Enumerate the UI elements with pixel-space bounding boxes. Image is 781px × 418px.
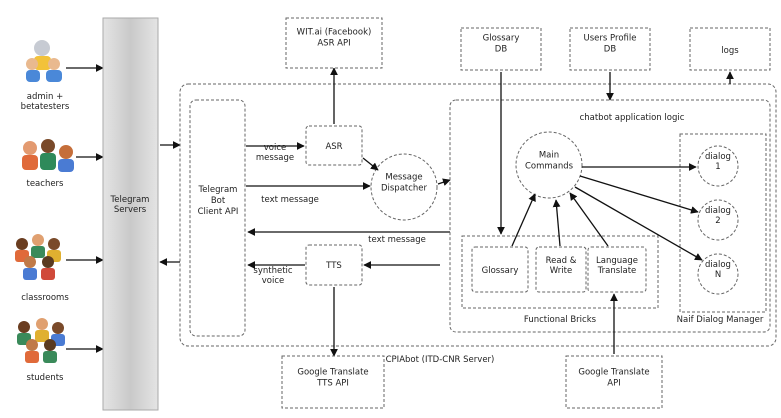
google-translate-api	[565, 355, 663, 409]
dialog-n	[697, 253, 739, 295]
functional-bricks-container	[461, 235, 659, 309]
tts-label: TTS	[325, 261, 342, 271]
logs	[689, 27, 771, 71]
actor-classrooms-label: classrooms	[21, 293, 69, 303]
text-message-in-label: text message	[261, 195, 319, 205]
dialog-manager-container	[679, 133, 767, 313]
brick-glossary-label: Glossary	[482, 266, 519, 276]
main-commands	[515, 131, 583, 199]
edge-main-dialog2	[579, 175, 699, 214]
asr-label: ASR	[325, 142, 342, 152]
brick-language-translate	[587, 246, 647, 293]
edge-glossary-main	[511, 193, 536, 247]
google-translate-tts-api	[281, 355, 385, 409]
actor-teachers-label: teachers	[27, 179, 65, 189]
actor-students-label: students	[27, 373, 64, 383]
telegram-bot-client-api	[189, 99, 246, 337]
teachers-icon	[22, 139, 74, 172]
dialog-1	[697, 145, 739, 187]
chatbot-logic-title: chatbot application logic	[580, 113, 685, 123]
edge-readwrite-main	[552, 199, 561, 247]
edge-asr-dispatcher	[362, 157, 379, 171]
users-profile-db	[569, 27, 651, 71]
edge-main-dialogn	[574, 186, 703, 261]
classrooms-icon	[15, 234, 61, 280]
telegram-servers	[102, 17, 159, 411]
chatbot-logic-container	[449, 99, 771, 333]
asr-component	[305, 125, 363, 166]
brick-glossary	[471, 246, 529, 293]
logs-label: logs	[721, 46, 739, 56]
actor-admin-label: admin +betatesters	[21, 92, 70, 112]
glossary-db	[460, 27, 542, 71]
dialog-2	[697, 199, 739, 241]
wit-asr-api-label: WIT.ai (Facebook)ASR API	[297, 28, 372, 49]
tts-component	[305, 244, 363, 286]
brick-read-write	[535, 246, 587, 293]
wit-asr-api	[285, 17, 383, 69]
edge-dispatcher-logic	[437, 178, 451, 186]
admin-icon	[26, 40, 62, 82]
students-icon	[17, 318, 65, 363]
dialog-manager-title: Naif Dialog Manager	[677, 315, 764, 325]
edge-translate-main	[569, 192, 609, 247]
text-message-out-label: text message	[368, 235, 426, 245]
message-dispatcher	[370, 153, 438, 221]
cpiabot-server-container	[179, 83, 777, 347]
functional-bricks-title: Functional Bricks	[524, 315, 597, 325]
brick-read-write-label: Read &Write	[546, 256, 577, 276]
cpiabot-server-label: CPIAbot (ITD-CNR Server)	[386, 355, 495, 365]
